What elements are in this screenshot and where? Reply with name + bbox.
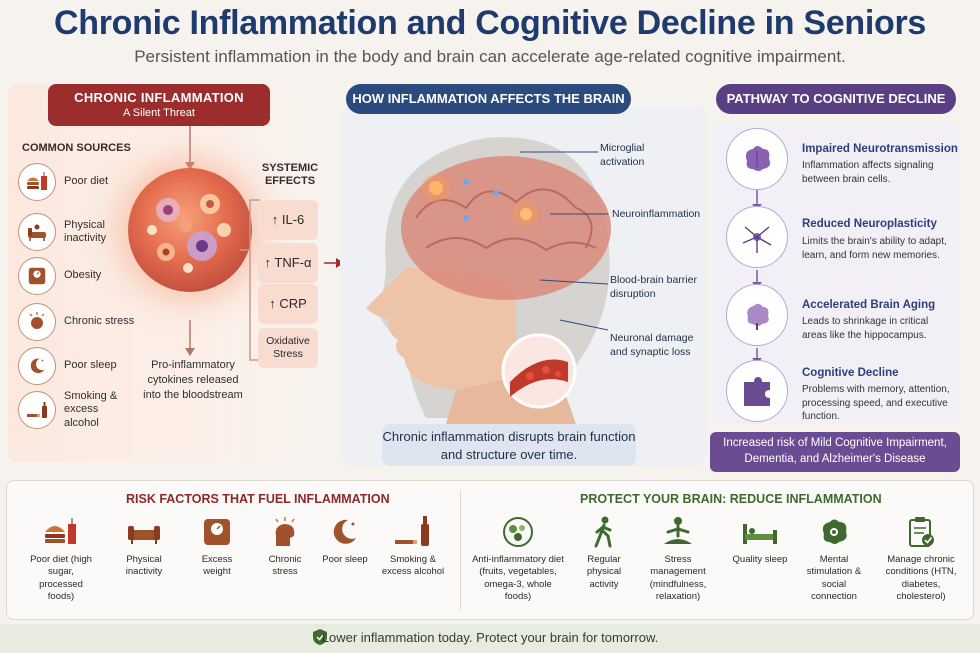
chronic-inflammation-title: CHRONIC INFLAMMATION — [74, 90, 244, 105]
pathway-step-title: Cognitive Decline — [802, 367, 899, 379]
protect-item-activity: Regular physical activity — [576, 516, 632, 591]
bottom-divider — [460, 490, 461, 610]
pathway-step-title: Accelerated Brain Aging — [802, 299, 936, 311]
label-microglial-activation: Microglial activation — [600, 142, 645, 168]
risk-item-excess-weight: Excess weight — [188, 516, 246, 579]
footer-tagline: Lower inflammation today. Protect your b… — [321, 630, 659, 645]
protect-item-label: Manage chronic conditions (HTN, diabetes… — [885, 554, 957, 603]
risk-item-label: Smoking & excess alcohol — [381, 554, 445, 578]
bed-icon — [743, 524, 777, 544]
risk-item-poor-diet: Poor diet (high sugar, processed foods) — [28, 516, 94, 603]
risk-item-label: Poor diet (high sugar, processed foods) — [30, 554, 92, 603]
moon-star-icon — [18, 347, 56, 385]
risk-item-chronic-stress: Chronic stress — [256, 516, 314, 579]
risk-item-label: Chronic stress — [268, 554, 302, 578]
risk-item-label: Poor sleep — [322, 554, 368, 565]
source-item-poor-sleep: Poor sleep — [18, 346, 148, 386]
risk-item-inactivity: Physical inactivity — [112, 516, 176, 579]
source-item-physical-inactivity: Physical inactivity — [18, 212, 148, 252]
footer-bar — [0, 624, 980, 653]
risk-item-smoking-alcohol: Smoking & excess alcohol — [380, 516, 446, 579]
common-sources-label: COMMON SOURCES — [22, 142, 131, 154]
bottom-panel — [6, 480, 974, 620]
source-item-obesity: Obesity — [18, 256, 148, 296]
systemic-effects-title: SYSTEMIC EFFECTS — [261, 162, 319, 188]
brain-effects-note: Chronic inflammation disrupts brain func… — [382, 424, 636, 466]
pathway-step-desc: Leads to shrinkage in critical areas lik… — [802, 316, 929, 341]
healthy-plate-icon — [503, 517, 533, 547]
brain-icon — [726, 128, 788, 190]
source-label: Smoking & excess alcohol — [64, 390, 118, 429]
brain-gear-icon — [822, 519, 847, 544]
brain-effects-header: HOW INFLAMMATION AFFECTS THE BRAIN — [346, 84, 631, 114]
protect-item-label: Anti-inflammatory diet (fruits, vegetabl… — [472, 554, 564, 603]
protect-item-manage-conditions: Manage chronic conditions (HTN, diabetes… — [876, 516, 966, 603]
systemic-effect-crp: ↑ CRP — [258, 284, 318, 324]
meditation-icon — [664, 517, 692, 544]
protect-item-quality-sleep: Quality sleep — [730, 516, 790, 566]
pathway-step-desc: Inflammation affects signaling between b… — [802, 160, 934, 185]
systemic-effect-il6: ↑ IL-6 — [258, 200, 318, 240]
couch-person-icon — [18, 213, 56, 251]
increased-risk-box: Increased risk of Mild Cognitive Impairm… — [710, 432, 960, 472]
stressed-head-icon — [18, 303, 56, 341]
risk-factors-title: RISK FACTORS THAT FUEL INFLAMMATION — [126, 492, 390, 506]
chronic-inflammation-subtitle: A Silent Threat — [123, 107, 195, 119]
page-title: Chronic Inflammation and Cognitive Decli… — [53, 4, 926, 42]
protect-item-mental-stimulation: Mental stimulation & social connection — [802, 516, 866, 603]
source-item-poor-diet: Poor diet — [18, 162, 148, 202]
source-item-smoking-alcohol: Smoking & excess alcohol — [18, 390, 148, 430]
protect-item-label: Quality sleep — [732, 554, 788, 565]
burger-drink-icon — [45, 518, 76, 544]
protect-item-diet: Anti-inflammatory diet (fruits, vegetabl… — [470, 516, 566, 603]
stressed-head-icon — [275, 517, 295, 546]
protect-item-label: Regular physical activity — [586, 554, 622, 590]
source-item-chronic-stress: Chronic stress — [18, 302, 148, 342]
pathway-step-desc: Problems with memory, attention, process… — [802, 384, 950, 422]
systemic-effect-oxidative-stress: Oxidative Stress — [258, 328, 318, 368]
label-neuroinflammation: Neuroinflammation — [612, 208, 701, 220]
label-neuronal-damage: Neuronal damage and synaptic loss — [610, 332, 694, 358]
pathway-step-title: Reduced Neuroplasticity — [802, 218, 937, 230]
inflamed-cells-illustration — [128, 168, 252, 292]
aging-brain-icon — [726, 284, 788, 346]
scale-icon — [18, 257, 56, 295]
walking-person-icon — [594, 516, 612, 548]
protect-item-label: Stress management (mindfulness, relaxati… — [649, 554, 707, 603]
source-label: Obesity — [64, 269, 102, 282]
page-subtitle: Persistent inflammation in the body and … — [134, 47, 846, 66]
source-label: Poor sleep — [64, 359, 117, 372]
cigarette-bottle-icon — [395, 516, 429, 546]
puzzle-icon — [726, 360, 788, 422]
label-blood-brain-barrier: Blood-brain barrier disruption — [610, 274, 697, 300]
protect-brain-title: PROTECT YOUR BRAIN: REDUCE INFLAMMATION — [580, 492, 882, 506]
source-label: Chronic stress — [64, 315, 135, 328]
pathway-step-desc: Limits the brain's ability to adapt, lea… — [802, 236, 947, 261]
couch-icon — [128, 526, 160, 544]
clipboard-check-icon — [909, 517, 934, 547]
chronic-inflammation-header: CHRONIC INFLAMMATION A Silent Threat — [48, 84, 270, 126]
risk-item-poor-sleep: Poor sleep — [322, 516, 368, 566]
shield-icon — [313, 629, 327, 645]
neuron-icon — [726, 206, 788, 268]
moon-star-icon — [333, 519, 356, 544]
cigarette-bottle-icon — [18, 391, 56, 429]
protect-item-label: Mental stimulation & social connection — [806, 554, 862, 603]
callout-lines — [520, 151, 609, 331]
source-label: Poor diet — [64, 175, 109, 188]
down-arrow-icon — [185, 126, 195, 170]
source-label: Physical inactivity — [64, 218, 107, 244]
pathway-header: PATHWAY TO COGNITIVE DECLINE — [716, 84, 956, 114]
risk-item-label: Excess weight — [201, 554, 233, 578]
protect-item-stress-management: Stress management (mindfulness, relaxati… — [640, 516, 716, 603]
scale-icon — [204, 519, 230, 545]
blood-vessel-inset-icon — [501, 333, 577, 409]
systemic-effect-tnf: ↑ TNF-α — [258, 243, 318, 283]
burger-drink-icon — [18, 163, 56, 201]
bracket-connector — [240, 199, 260, 361]
risk-item-label: Physical inactivity — [125, 554, 163, 578]
cytokine-release-text: Pro-inflammatory cytokines released into… — [143, 359, 243, 401]
down-arrow-icon — [185, 320, 195, 356]
pathway-step-title: Impaired Neurotransmission — [802, 143, 958, 155]
